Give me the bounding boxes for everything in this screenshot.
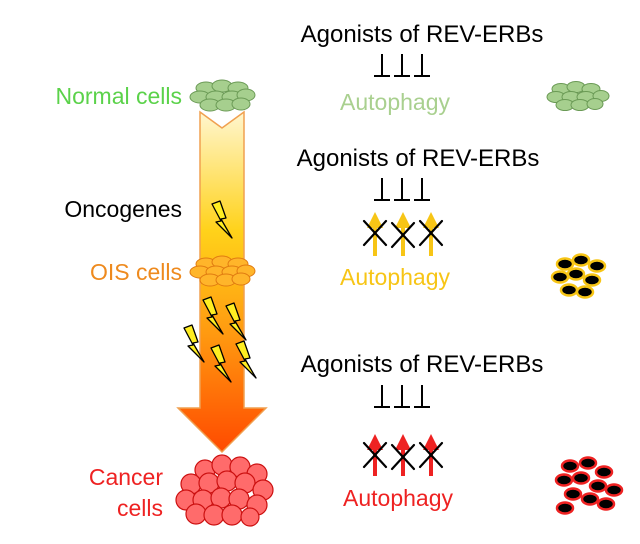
oncogenes-label: Oncogenes [64,196,182,222]
cancer-cells-icon [554,456,624,515]
agonist-label-ois: Agonists of REV-ERBs [297,145,540,172]
autophagy-label-cancer: Autophagy [343,485,453,511]
agonist-label-cancer: Agonists of REV-ERBs [301,351,544,378]
cross-marks-cancer [362,441,444,471]
normal-cells-label: Normal cells [55,83,182,109]
autophagy-arrows-cancer [367,434,439,476]
cells-label: cells [117,495,163,521]
inhibition-symbols-cancer [373,384,431,408]
ois-cells-label: OIS cells [90,259,182,285]
cancer-label: Cancer [89,464,163,490]
autophagy-label-ois: Autophagy [340,264,450,290]
cross-marks-ois [362,219,444,249]
ois-cells-icon [550,253,607,299]
cancer-cell-cluster [175,454,274,527]
autophagy-arrows-ois [367,212,439,256]
inhibition-symbols-normal [373,53,431,77]
ois-cell-cluster [189,255,256,287]
normal-cell-cluster [189,79,256,112]
autophagy-label-normal: Autophagy [340,89,450,115]
normal-cells-icon [546,81,610,111]
agonist-label-normal: Agonists of REV-ERBs [301,21,544,48]
inhibition-symbols-ois [373,177,431,201]
